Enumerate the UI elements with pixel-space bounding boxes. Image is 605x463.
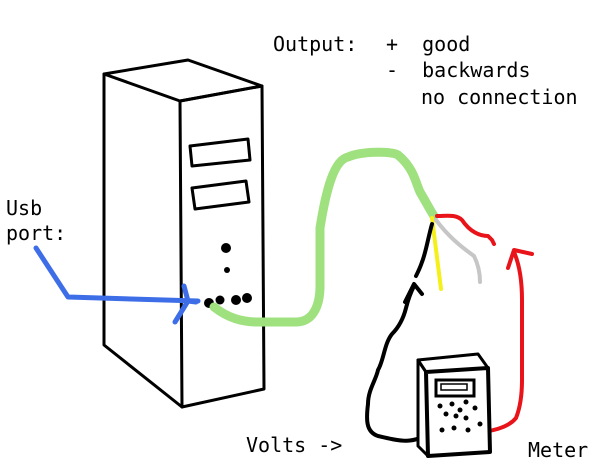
black-wire-end bbox=[414, 222, 434, 278]
volts-label: Volts -> bbox=[246, 433, 343, 457]
usb-port-b bbox=[215, 295, 225, 305]
power-led bbox=[224, 267, 230, 273]
black-probe-lead bbox=[365, 282, 432, 443]
tower-front bbox=[178, 84, 266, 409]
grey-wire bbox=[434, 218, 482, 284]
usb-port-label-line1: Usb bbox=[6, 196, 43, 220]
yellow-wire bbox=[430, 216, 443, 291]
tower-top bbox=[102, 58, 264, 103]
black-probe-arrow-head bbox=[403, 282, 424, 304]
meter-display bbox=[434, 378, 476, 398]
usb-port-arrow bbox=[33, 245, 201, 325]
computer-tower bbox=[102, 58, 266, 409]
usb-arrow-shaft bbox=[33, 245, 201, 304]
legend-good: + good bbox=[386, 32, 471, 56]
cable-wires bbox=[414, 213, 496, 291]
legend-no-connection: no connection bbox=[421, 85, 578, 109]
front-panel-dots bbox=[204, 243, 252, 308]
meter-label: Meter bbox=[528, 438, 589, 462]
usb-arrow-head bbox=[172, 283, 199, 325]
red-probe-arrow-head bbox=[506, 248, 534, 270]
power-button bbox=[221, 243, 231, 253]
drive-bay-2 bbox=[190, 179, 251, 211]
tower-side bbox=[102, 72, 184, 409]
usb-port-label-line2: port: bbox=[6, 221, 67, 245]
drive-bay-1 bbox=[188, 137, 252, 168]
meter-buttons bbox=[437, 399, 483, 433]
usb-cable bbox=[209, 147, 439, 327]
legend-backwards: - backwards bbox=[386, 58, 531, 82]
usb-port-c bbox=[231, 295, 241, 305]
red-wire-end bbox=[435, 213, 496, 246]
usb-port-d bbox=[242, 293, 252, 303]
multimeter bbox=[416, 352, 492, 458]
red-lead-wire bbox=[474, 250, 524, 434]
red-probe-lead bbox=[474, 248, 534, 434]
meter-display-readout bbox=[440, 383, 468, 391]
legend-title: Output: bbox=[273, 32, 358, 56]
black-lead-wire bbox=[365, 284, 432, 443]
